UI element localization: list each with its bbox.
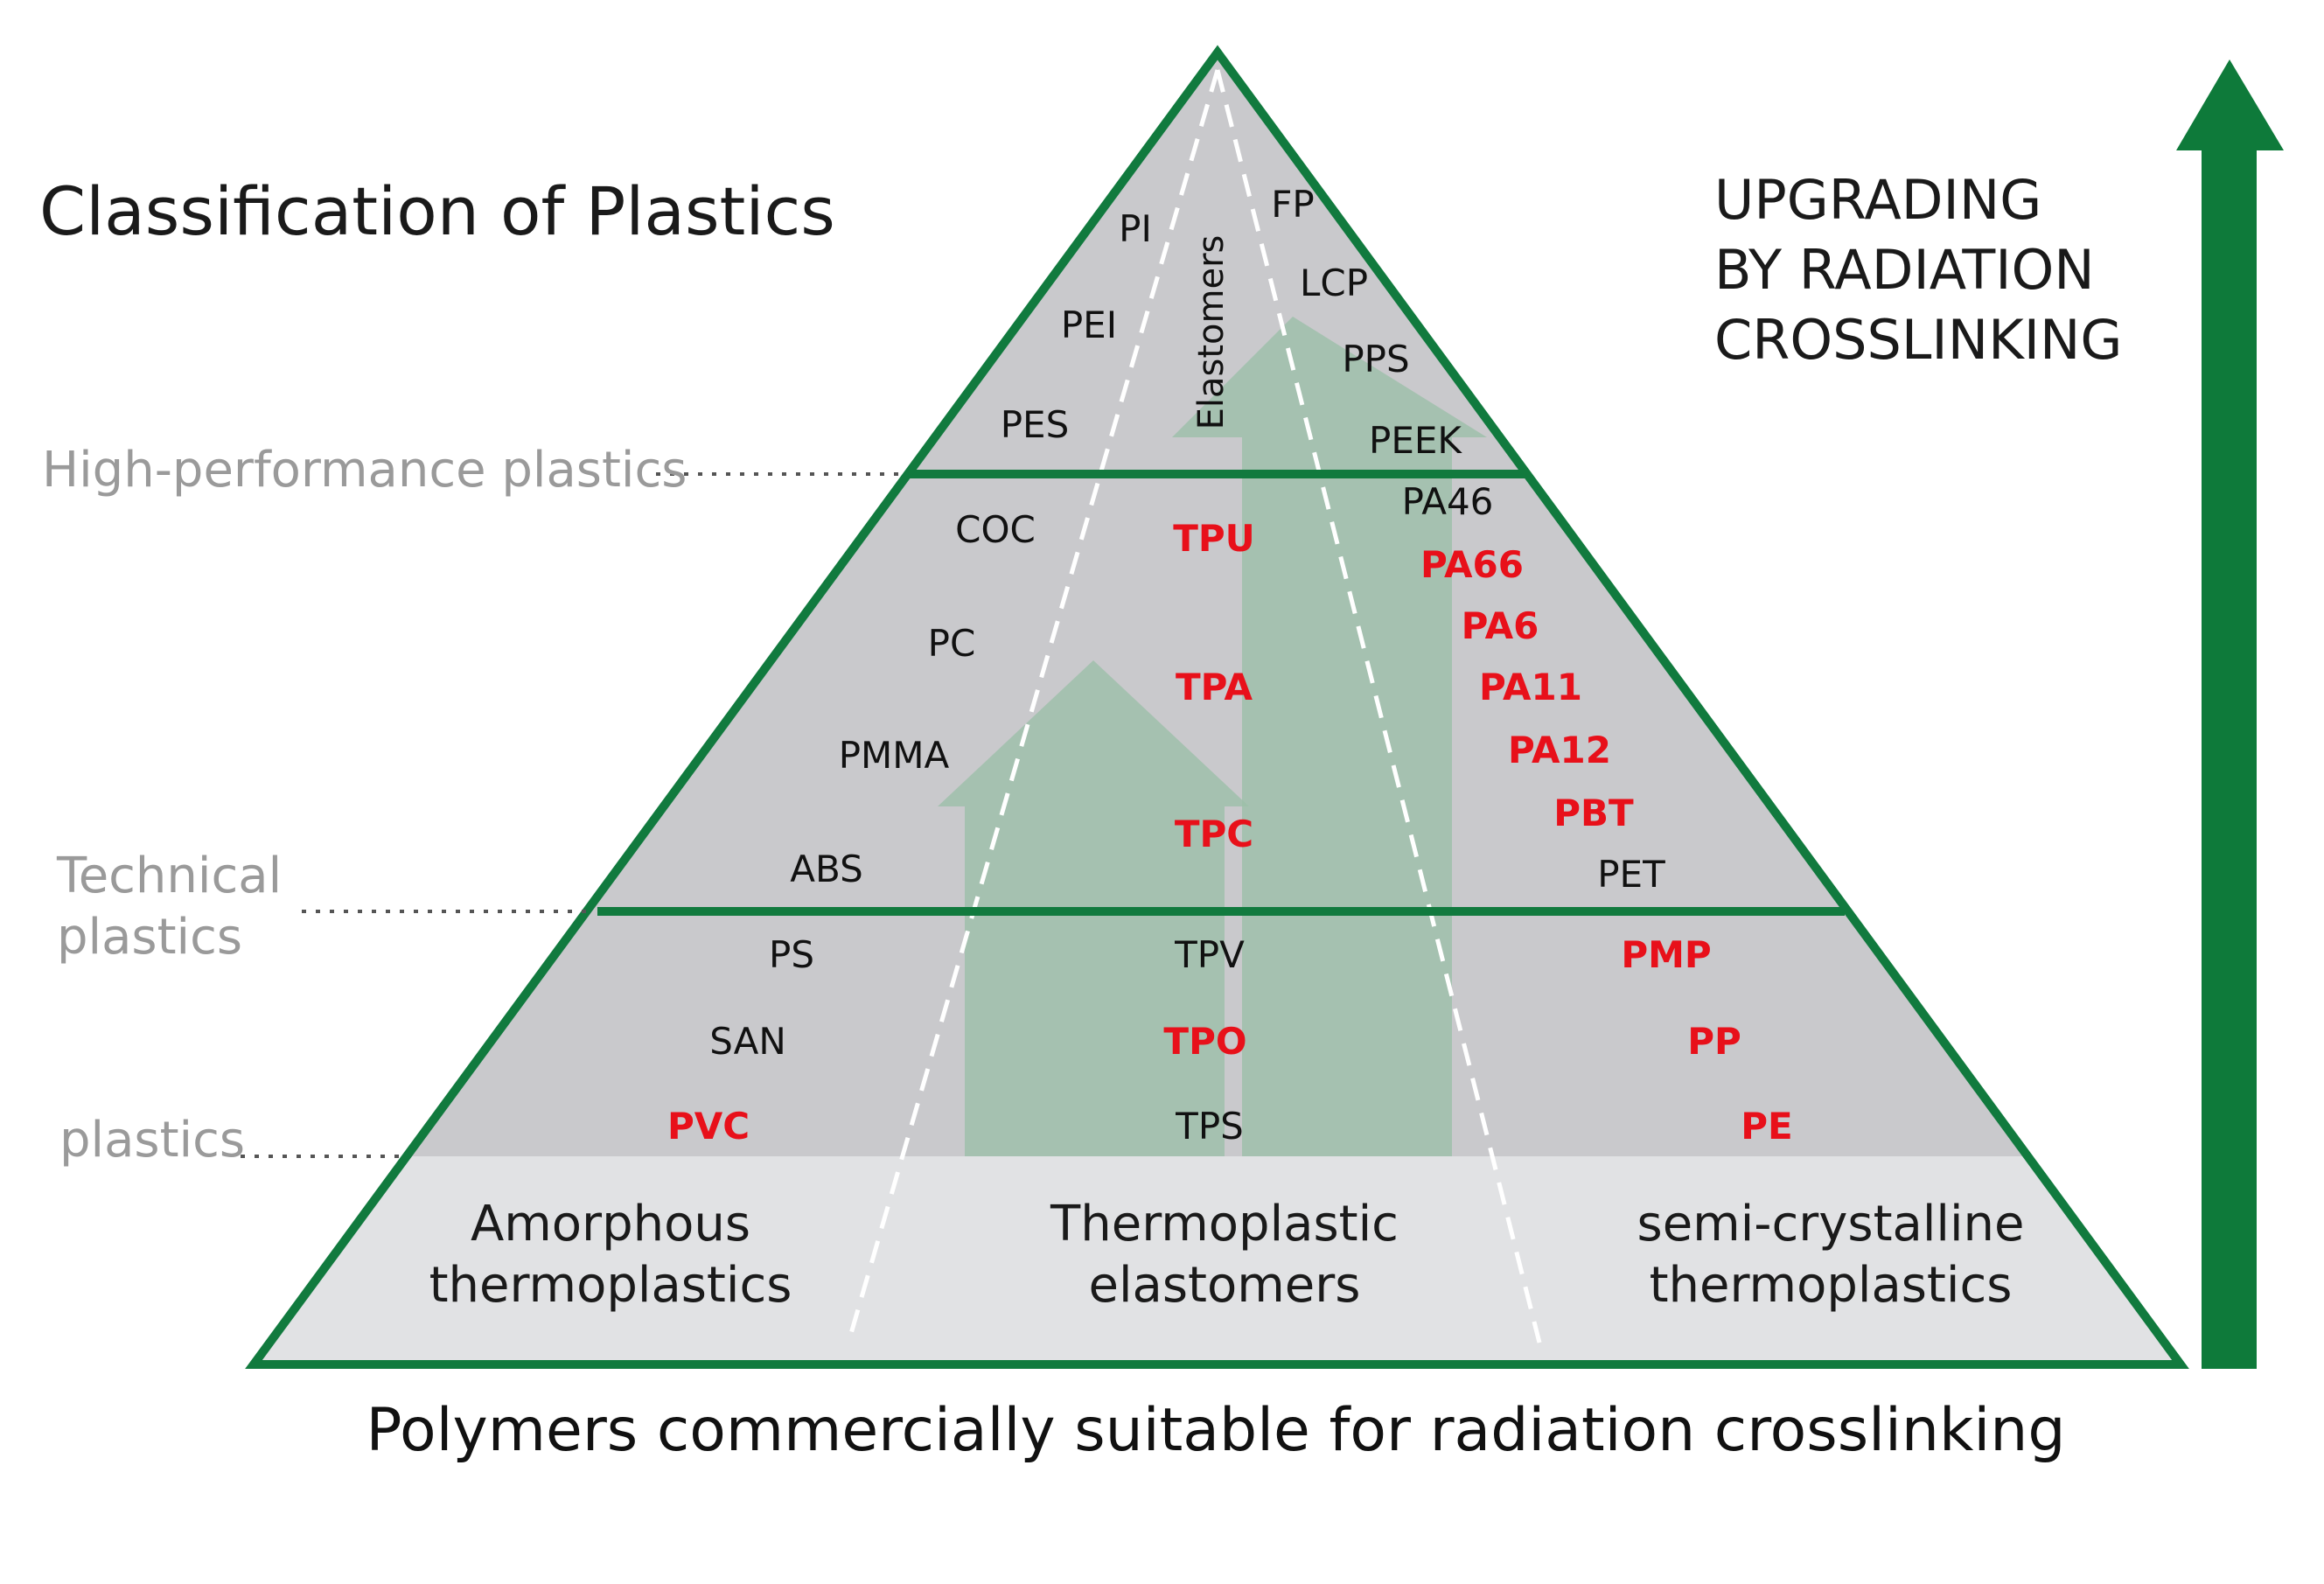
polymer-pvc: PVC xyxy=(667,1105,750,1148)
polymer-pp: PP xyxy=(1687,1020,1741,1063)
polymer-tpu: TPU xyxy=(1173,517,1255,560)
polymer-coc: COC xyxy=(955,508,1036,551)
polymer-pe: PE xyxy=(1741,1105,1792,1148)
polymer-abs: ABS xyxy=(790,848,862,890)
tier-label-technical-line-2: plastics xyxy=(57,909,242,966)
polymer-ps: PS xyxy=(769,933,814,976)
pyramid-outline xyxy=(245,45,2189,1369)
polymer-tpv: TPV xyxy=(1174,933,1245,976)
polymer-peek: PEEK xyxy=(1369,419,1462,462)
tier-label-standard: plastics xyxy=(59,1112,245,1169)
dashed-divider-right xyxy=(1215,69,1542,1343)
upgrade-arrow xyxy=(2176,59,2284,1369)
polymer-pa46: PA46 xyxy=(1402,480,1494,523)
polymer-pet: PET xyxy=(1597,853,1665,896)
polymer-pa66: PA66 xyxy=(1420,543,1524,586)
column-label-elastomers-line-1: Thermoplastic xyxy=(1050,1196,1399,1253)
upgrade-label-line-3: CROSSLINKING xyxy=(1714,308,2122,372)
polymer-pps: PPS xyxy=(1342,338,1409,380)
upgrade-label-line-1: UPGRADING xyxy=(1714,168,2041,232)
polymer-lcp: LCP xyxy=(1300,262,1368,304)
footer-caption: Polymers commercially suitable for radia… xyxy=(366,1396,2065,1465)
column-label-amorphous-line-2: thermoplastics xyxy=(429,1257,792,1314)
dashed-divider-left xyxy=(846,69,1220,1343)
polymer-fp: FP xyxy=(1271,183,1315,226)
polymer-pmp: PMP xyxy=(1621,933,1711,976)
column-label-amorphous-line-1: Amorphous xyxy=(471,1196,750,1253)
column-label-elastomers-line-2: elastomers xyxy=(1089,1257,1361,1314)
tier-label-technical-line-1: Technical xyxy=(56,848,282,904)
polymer-pa6: PA6 xyxy=(1462,604,1539,647)
inner-arrow-right xyxy=(1172,317,1487,1156)
polymer-pei: PEI xyxy=(1061,304,1117,346)
polymer-pa11: PA11 xyxy=(1479,666,1582,708)
tier-label-high-performance: High-performance plastics xyxy=(42,442,687,499)
polymer-tpo: TPO xyxy=(1163,1020,1246,1063)
diagram-title: Classification of Plastics xyxy=(39,172,835,250)
polymer-san: SAN xyxy=(709,1020,786,1063)
elastomers-label: Elastomers xyxy=(1191,235,1232,430)
polymer-tpc: TPC xyxy=(1175,813,1253,855)
polymer-pc: PC xyxy=(928,622,976,665)
polymer-pbt: PBT xyxy=(1553,792,1634,834)
pyramid-fill xyxy=(254,52,2181,1364)
polymer-tps: TPS xyxy=(1175,1105,1244,1148)
polymer-tpa: TPA xyxy=(1176,666,1253,708)
polymer-pmma: PMMA xyxy=(839,734,950,777)
pyramid-base-band xyxy=(254,1156,2181,1364)
column-label-semi-crystalline-line-1: semi-crystalline xyxy=(1637,1196,2025,1253)
polymer-pa12: PA12 xyxy=(1508,729,1611,771)
polymer-pi: PI xyxy=(1119,207,1152,250)
polymer-pes: PES xyxy=(1001,403,1070,446)
column-label-semi-crystalline-line-2: thermoplastics xyxy=(1650,1257,2013,1314)
upgrade-label-line-2: BY RADIATION xyxy=(1714,238,2095,302)
